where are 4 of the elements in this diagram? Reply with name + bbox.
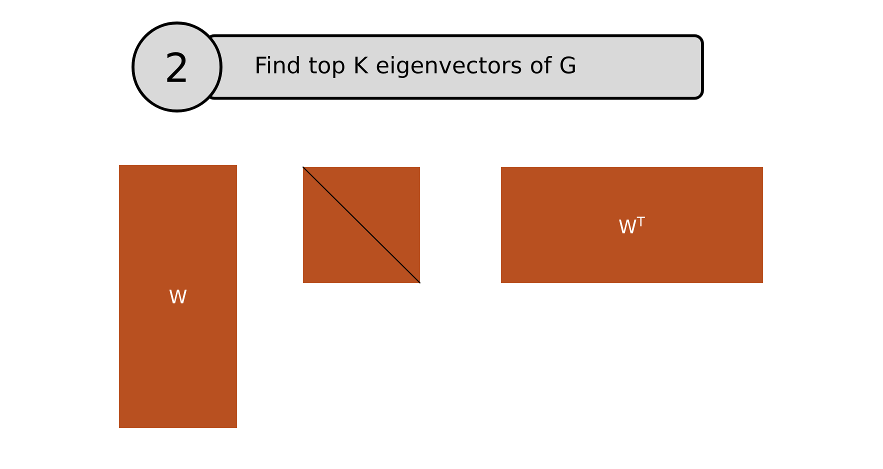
diagonal-matrix-block [302, 166, 421, 284]
step-number-badge: 2 [132, 22, 222, 112]
matrix-block: W [119, 165, 237, 428]
matrix-block: W$^{T}$ [501, 167, 763, 283]
